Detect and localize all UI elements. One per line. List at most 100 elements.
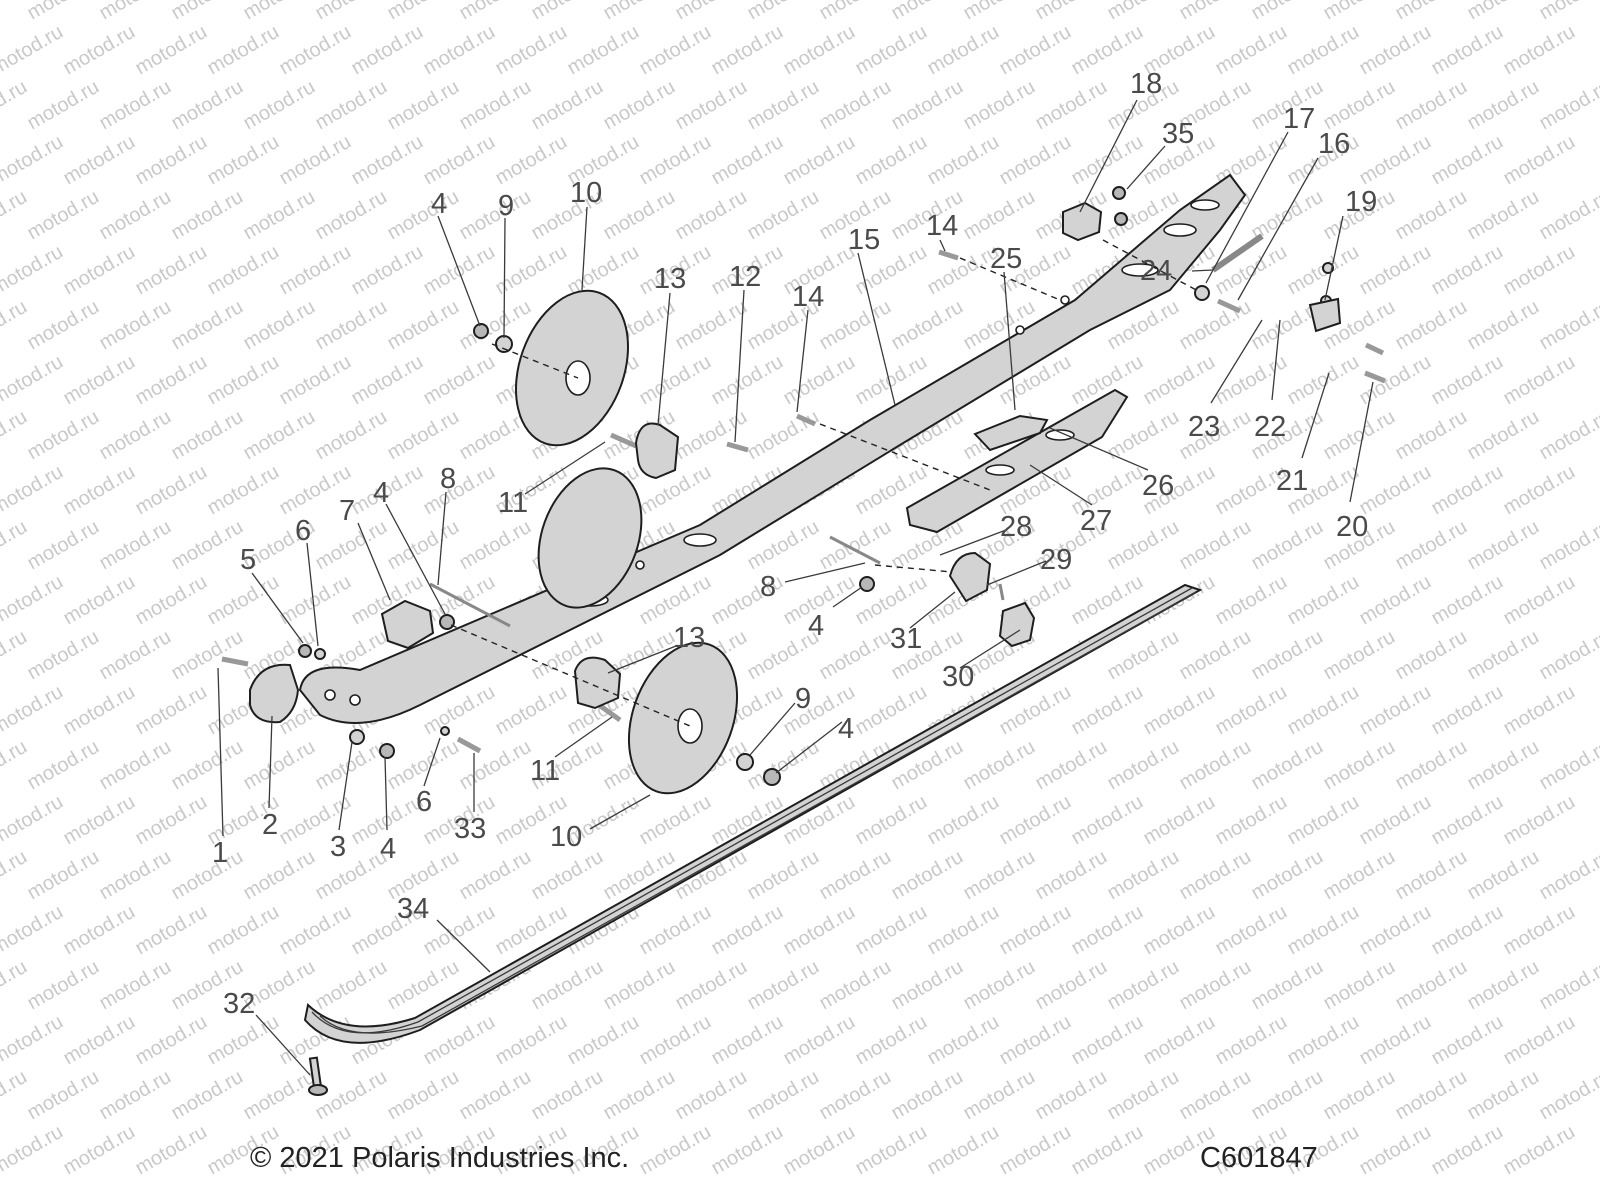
watermark-text: motod.ru: [204, 21, 283, 80]
watermark-text: motod.ru: [384, 0, 463, 24]
watermark-text: motod.ru: [1464, 406, 1543, 465]
watermark-text: motod.ru: [456, 76, 535, 135]
watermark-text: motod.ru: [636, 351, 715, 410]
watermark-text: motod.ru: [384, 406, 463, 465]
callout-33: 33: [454, 813, 486, 845]
watermark-text: motod.ru: [1356, 131, 1435, 190]
watermark-text: motod.ru: [852, 901, 931, 960]
watermark-text: motod.ru: [1032, 1066, 1111, 1125]
watermark-text: motod.ru: [528, 956, 607, 1015]
watermark-text: motod.ru: [1140, 681, 1219, 740]
watermark-text: motod.ru: [1212, 681, 1291, 740]
watermark-text: motod.ru: [24, 186, 103, 245]
watermark-text: motod.ru: [1428, 461, 1507, 520]
watermark-text: motod.ru: [1428, 1121, 1507, 1180]
watermark-text: motod.ru: [564, 241, 643, 300]
watermark-text: motod.ru: [636, 901, 715, 960]
callout-20: 20: [1336, 511, 1368, 543]
watermark-text: motod.ru: [672, 956, 751, 1015]
watermark-text: motod.ru: [672, 1066, 751, 1125]
watermark-text: motod.ru: [672, 0, 751, 24]
watermark-text: motod.ru: [1068, 1121, 1147, 1180]
watermark-text: motod.ru: [600, 186, 679, 245]
watermark-text: motod.ru: [996, 1011, 1075, 1070]
watermark-text: motod.ru: [168, 186, 247, 245]
watermark-text: motod.ru: [276, 901, 355, 960]
watermark-text: motod.ru: [96, 406, 175, 465]
watermark-text: motod.ru: [456, 1066, 535, 1125]
watermark-text: motod.ru: [312, 0, 391, 24]
watermark-text: motod.ru: [60, 131, 139, 190]
watermark-text: motod.ru: [852, 21, 931, 80]
callout-11a: 11: [498, 487, 528, 519]
watermark-text: motod.ru: [240, 846, 319, 905]
watermark-text: motod.ru: [600, 76, 679, 135]
watermark-text: motod.ru: [924, 1011, 1003, 1070]
watermark-text: motod.ru: [312, 296, 391, 355]
watermark-text: motod.ru: [1068, 791, 1147, 850]
watermark-text: motod.ru: [1536, 296, 1600, 355]
watermark-text: motod.ru: [1356, 1121, 1435, 1180]
watermark-text: motod.ru: [1248, 516, 1327, 575]
callout-6a: 6: [295, 515, 311, 547]
diagram-code: C601847: [1200, 1142, 1318, 1174]
watermark-text: motod.ru: [0, 296, 31, 355]
watermark-text: motod.ru: [816, 76, 895, 135]
watermark-text: motod.ru: [960, 186, 1039, 245]
watermark-text: motod.ru: [384, 76, 463, 135]
brackets: [249, 201, 1342, 724]
watermark-text: motod.ru: [708, 1011, 787, 1070]
watermark-text: motod.ru: [168, 296, 247, 355]
callout-13b: 13: [673, 622, 705, 654]
watermark-text: motod.ru: [60, 1121, 139, 1180]
watermark-text: motod.ru: [708, 901, 787, 960]
idler-wheel-lower: [627, 641, 739, 795]
watermark-text: motod.ru: [1500, 351, 1579, 410]
watermark-text: motod.ru: [312, 846, 391, 905]
watermark-text: motod.ru: [96, 846, 175, 905]
callout-22: 22: [1254, 411, 1286, 443]
watermark-text: motod.ru: [0, 1011, 67, 1070]
rail-bolt: [308, 1056, 328, 1096]
watermark-text: motod.ru: [1428, 681, 1507, 740]
watermark-text: motod.ru: [204, 241, 283, 300]
watermark-text: motod.ru: [636, 1121, 715, 1180]
watermark-text: motod.ru: [276, 131, 355, 190]
watermark-text: motod.ru: [456, 846, 535, 905]
watermark-text: motod.ru: [1356, 901, 1435, 960]
watermark-text: motod.ru: [1464, 0, 1543, 24]
idler-wheel-middle: [537, 467, 643, 609]
watermark-text: motod.ru: [636, 131, 715, 190]
watermark-text: motod.ru: [492, 1011, 571, 1070]
watermark-text: motod.ru: [996, 901, 1075, 960]
callout-11b: 11: [530, 755, 560, 787]
watermark-text: motod.ru: [1284, 21, 1363, 80]
watermark-text: motod.ru: [1176, 1066, 1255, 1125]
watermark-text: motod.ru: [1356, 241, 1435, 300]
watermark-text: motod.ru: [1140, 351, 1219, 410]
watermark-text: motod.ru: [1464, 736, 1543, 795]
callout-26: 26: [1142, 470, 1174, 502]
watermark-text: motod.ru: [1464, 186, 1543, 245]
watermark-text: motod.ru: [204, 351, 283, 410]
watermark-text: motod.ru: [852, 681, 931, 740]
watermark-text: motod.ru: [168, 1066, 247, 1125]
watermark-text: motod.ru: [1464, 1066, 1543, 1125]
watermark-text: motod.ru: [1464, 846, 1543, 905]
watermark-text: motod.ru: [1356, 1011, 1435, 1070]
watermark-text: motod.ru: [528, 1066, 607, 1125]
watermark-text: motod.ru: [0, 1121, 67, 1180]
watermark-text: motod.ru: [1176, 516, 1255, 575]
watermark-text: motod.ru: [1104, 736, 1183, 795]
watermark-text: motod.ru: [348, 241, 427, 300]
watermark-text: motod.ru: [744, 736, 823, 795]
watermark-text: motod.ru: [924, 131, 1003, 190]
watermark-text: motod.ru: [888, 296, 967, 355]
watermark-text: motod.ru: [168, 516, 247, 575]
watermark-text: motod.ru: [672, 406, 751, 465]
watermark-text: motod.ru: [1464, 956, 1543, 1015]
watermark-text: motod.ru: [384, 1066, 463, 1125]
watermark-text: motod.ru: [1500, 461, 1579, 520]
watermark-text: motod.ru: [0, 241, 67, 300]
watermark-text: motod.ru: [1176, 296, 1255, 355]
